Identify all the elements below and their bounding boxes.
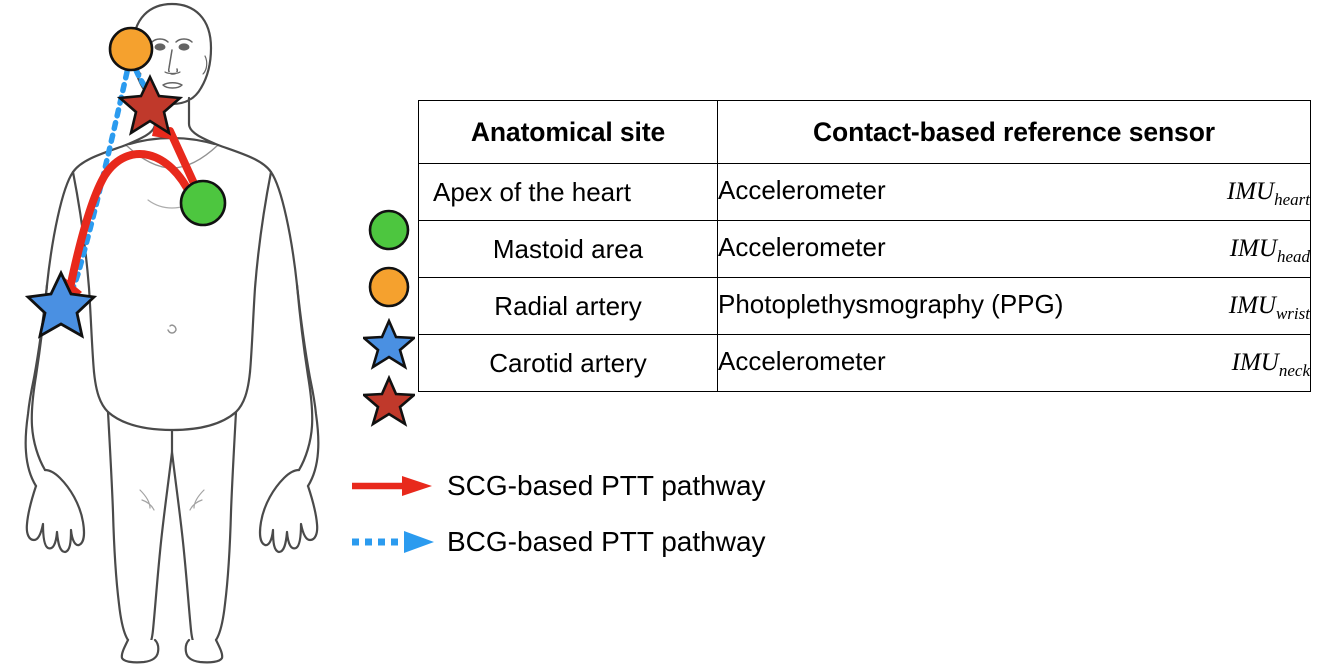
imu-base: IMU [1226, 177, 1275, 205]
solid-arrow-icon [348, 473, 443, 499]
legend-label-scg: SCG-based PTT pathway [447, 470, 766, 501]
table-row: Radial artery Photoplethysmography (PPG)… [418, 277, 1311, 335]
body-outline [24, 2, 320, 664]
header-reference-sensor: Contact-based reference sensor [717, 100, 1311, 164]
table-row: Apex of the heart Accelerometer IMUheart [418, 163, 1311, 221]
row-marker-heart [360, 201, 418, 258]
cell-sensor-neck: Accelerometer IMUneck [717, 334, 1311, 392]
table-header-row: Anatomical site Contact-based reference … [418, 100, 1311, 164]
sensor-name: Accelerometer [718, 231, 886, 262]
green-circle-icon [368, 209, 410, 250]
cell-site-wrist: Radial artery [418, 277, 718, 335]
orange-circle-icon [368, 266, 410, 307]
legend-item-scg: SCG-based PTT pathway [348, 458, 948, 514]
radial-marker-icon [24, 269, 98, 339]
imu-base: IMU [1229, 234, 1277, 262]
imu-subscript: heart [1274, 189, 1310, 209]
mastoid-marker-icon [108, 26, 154, 72]
cell-sensor-wrist: Photoplethysmography (PPG) IMUwrist [717, 277, 1311, 335]
imu-subscript: head [1276, 246, 1310, 266]
table-row: Mastoid area Accelerometer IMUhead [418, 220, 1311, 278]
sensor-table: Anatomical site Contact-based reference … [418, 100, 1311, 392]
header-anatomical-site: Anatomical site [418, 100, 718, 164]
sensor-name: Accelerometer [718, 345, 886, 376]
cell-site-head: Mastoid area [418, 220, 718, 278]
imu-subscript: wrist [1275, 303, 1310, 323]
anatomical-figure-panel [0, 0, 340, 666]
cell-site-neck: Carotid artery [418, 334, 718, 392]
dotted-arrow-icon [348, 529, 443, 555]
cell-site-heart: Apex of the heart [418, 163, 718, 221]
imu-label-wrist: IMUwrist [1219, 292, 1310, 324]
sensor-name: Accelerometer [718, 174, 886, 205]
sensor-table-wrap: Anatomical site Contact-based reference … [360, 100, 1315, 427]
heart-marker-icon [179, 179, 227, 227]
blue-star-icon [363, 317, 415, 370]
red-star-icon [363, 374, 415, 427]
imu-label-head: IMUhead [1220, 235, 1310, 267]
pathway-legend: SCG-based PTT pathway BCG-based PTT path… [348, 458, 948, 570]
table-row: Carotid artery Accelerometer IMUneck [418, 334, 1311, 392]
imu-label-neck: IMUneck [1222, 349, 1310, 381]
body-diagram-svg [24, 2, 320, 664]
legend-item-bcg: BCG-based PTT pathway [348, 514, 948, 570]
cell-sensor-heart: Accelerometer IMUheart [717, 163, 1311, 221]
carotid-marker-icon [116, 73, 184, 136]
imu-label-heart: IMUheart [1217, 178, 1310, 210]
sensor-name: Photoplethysmography (PPG) [718, 288, 1064, 319]
row-marker-wrist [360, 315, 418, 372]
imu-base: IMU [1231, 348, 1279, 376]
legend-label-bcg: BCG-based PTT pathway [447, 526, 766, 557]
imu-base: IMU [1228, 291, 1276, 319]
row-marker-head [360, 258, 418, 315]
imu-subscript: neck [1278, 360, 1310, 380]
cell-sensor-head: Accelerometer IMUhead [717, 220, 1311, 278]
row-marker-neck [360, 372, 418, 429]
